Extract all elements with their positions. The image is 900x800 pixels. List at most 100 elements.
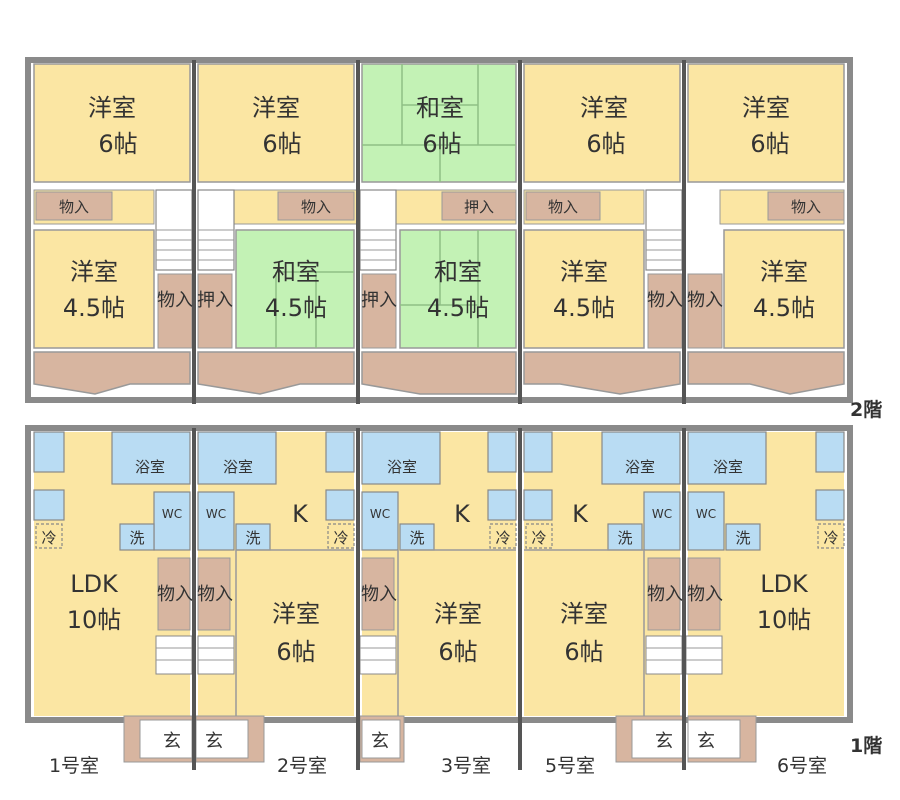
bath-2: [197, 431, 277, 485]
upper-label: 洋室: [580, 94, 628, 122]
lower-western-size: 6帖: [276, 638, 315, 666]
upper-closet-3b: [361, 273, 397, 349]
upper-room-3-japanese: [361, 63, 517, 183]
lower-storage-label: 物入: [361, 584, 397, 605]
fridge-label: 冷: [823, 529, 838, 547]
bath-3: [361, 431, 441, 485]
lower-storage-label: 物入: [687, 584, 723, 605]
upper-storage-label-v1: 物入: [157, 290, 193, 311]
upper-storage-label: 物入: [548, 198, 578, 216]
bath-6: [687, 431, 767, 485]
upper-storage-1b: [157, 273, 193, 349]
ldk-size-label: 10帖: [67, 606, 122, 634]
bath-label: 浴室: [713, 458, 743, 476]
lower-western-label: 洋室: [272, 600, 320, 628]
lower-western-label: 洋室: [434, 600, 482, 628]
upper-storage-label: 物入: [59, 198, 89, 216]
upper-closet-label-v1: 押入: [197, 290, 233, 311]
upper-room-2-small: [235, 229, 355, 349]
unit-label: 3号室: [441, 755, 491, 777]
upper-storage-5: [525, 191, 601, 221]
washer-label: 洗: [409, 529, 424, 547]
fridge-label: 冷: [495, 529, 510, 547]
washer-label: 洗: [735, 529, 750, 547]
entrance-label: 玄: [655, 731, 673, 752]
unit-label: 2号室: [277, 755, 327, 777]
entrance-label: 玄: [697, 731, 715, 752]
lower-western-size: 6帖: [438, 638, 477, 666]
wc-1: [153, 491, 191, 551]
upper-label: 4.5帖: [265, 294, 327, 322]
fridge-label: 冷: [531, 529, 546, 547]
upper-storage-6b: [687, 273, 723, 349]
bath-label: 浴室: [223, 458, 253, 476]
wc-6: [687, 491, 725, 551]
entrance-label: 玄: [163, 731, 181, 752]
washer-label: 洗: [617, 529, 632, 547]
wc-label: WC: [652, 507, 672, 521]
upper-room-1-western: [33, 63, 191, 183]
kitchen-label: K: [454, 500, 471, 528]
upper-label: 4.5帖: [553, 294, 615, 322]
upper-label: 和室: [272, 258, 320, 286]
upper-storage-label-v1: 物入: [647, 290, 683, 311]
lower-storage-3: [361, 557, 395, 631]
upper-label: 洋室: [760, 258, 808, 286]
lower-storage-label: 物入: [157, 584, 193, 605]
bath-label: 浴室: [135, 458, 165, 476]
kitchen-label: K: [292, 500, 309, 528]
upper-label: 和室: [434, 258, 482, 286]
washer-label: 洗: [129, 529, 144, 547]
wc-2: [197, 491, 235, 551]
upper-storage-6: [767, 191, 845, 221]
upper-storage-5b: [647, 273, 683, 349]
floor-label-2f: 2階: [850, 399, 882, 421]
upper-storage-label-v1: 物入: [687, 290, 723, 311]
fridge-label: 冷: [41, 529, 56, 547]
kitchen-label: K: [572, 500, 589, 528]
upper-label: 洋室: [742, 94, 790, 122]
upper-storage-1: [35, 191, 113, 221]
upper-floor: 洋室 6帖 洋室 6帖 和室 6帖 洋室 6帖 洋室 6帖 物入 物入 押入 物…: [25, 57, 882, 421]
upper-label: 6帖: [98, 130, 137, 158]
upper-room-3-small: [399, 229, 517, 349]
upper-balcony: [33, 351, 845, 395]
ldk-size-label: 10帖: [757, 606, 812, 634]
unit-label: 1号室: [49, 755, 99, 777]
floor-label-1f: 1階: [850, 735, 882, 757]
upper-label: 6帖: [422, 130, 461, 158]
upper-label: 洋室: [70, 258, 118, 286]
lower-storage-label: 物入: [197, 584, 233, 605]
entrance-label: 玄: [371, 731, 389, 752]
lower-storage-label: 物入: [647, 584, 683, 605]
upper-label: 6帖: [586, 130, 625, 158]
upper-label: 4.5帖: [753, 294, 815, 322]
wc-label: WC: [206, 507, 226, 521]
lower-storage-1: [157, 557, 191, 631]
lower-floor: 浴室 浴室 浴室 浴室 浴室 WC WC WC WC WC K K K 洗 洗 …: [25, 425, 882, 777]
upper-room-1-small: [33, 229, 155, 349]
upper-label: 洋室: [88, 94, 136, 122]
lower-storage-2: [197, 557, 231, 631]
tatami-lines: [362, 64, 516, 182]
lower-western-label: 洋室: [560, 600, 608, 628]
upper-closet-3: [441, 191, 517, 221]
upper-room-6-small: [723, 229, 845, 349]
upper-storage-2: [277, 191, 355, 221]
lower-western-size: 6帖: [564, 638, 603, 666]
upper-room-6-western: [687, 63, 845, 183]
bath-label: 浴室: [387, 458, 417, 476]
wc-label: WC: [162, 507, 182, 521]
ldk-label: LDK: [70, 570, 119, 598]
wc-5: [643, 491, 681, 551]
wc-3: [361, 491, 399, 551]
upper-label: 洋室: [560, 258, 608, 286]
unit-label: 6号室: [777, 755, 827, 777]
upper-closet-2b: [197, 273, 233, 349]
bath-1: [111, 431, 191, 485]
upper-storage-label: 物入: [301, 198, 331, 216]
upper-label: 4.5帖: [427, 294, 489, 322]
washer-label: 洗: [245, 529, 260, 547]
bath-label: 浴室: [625, 458, 655, 476]
